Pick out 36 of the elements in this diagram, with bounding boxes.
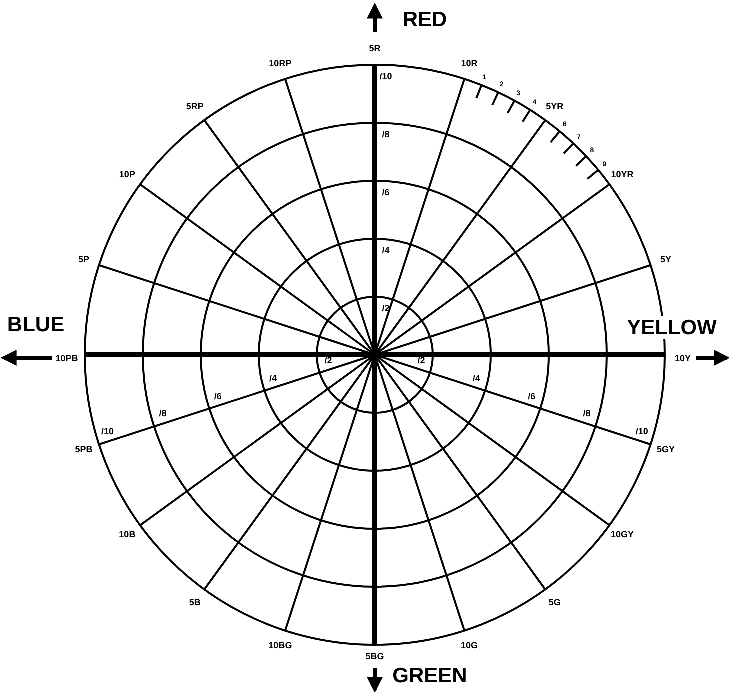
hue-label: 5G <box>548 598 561 608</box>
chroma-label: /8 <box>159 410 167 419</box>
chroma-label: /10 <box>102 428 114 437</box>
hue-label: 10YR <box>611 170 634 180</box>
hue-label: 5YR <box>546 102 564 112</box>
hue-label: 10BG <box>268 642 292 651</box>
chroma-label: /2 <box>418 356 426 366</box>
hue-label: 5GY <box>657 445 676 454</box>
chroma-label: /2 <box>324 356 332 366</box>
hue-label: 5P <box>78 256 90 265</box>
hue-label: 10G <box>461 642 478 651</box>
hue-label: 5PB <box>75 445 93 454</box>
hue-label: 5BG <box>366 652 384 662</box>
chroma-label: /6 <box>214 392 222 401</box>
chroma-label: /4 <box>382 246 390 256</box>
hue-label: 5R <box>369 44 381 54</box>
direction-label: YELLOW <box>625 316 719 340</box>
hue-label: 10GY <box>611 530 634 540</box>
hue-label: 5B <box>189 598 201 608</box>
chroma-label: /6 <box>528 392 536 401</box>
hue-label: 5RP <box>186 102 204 112</box>
chroma-label: /2 <box>382 304 390 314</box>
hue-label: 10R <box>461 59 478 68</box>
hue-label: 10RP <box>269 59 292 68</box>
chroma-label: /4 <box>270 374 278 384</box>
chroma-label: /4 <box>472 374 480 384</box>
hue-label: 5Y <box>660 256 672 265</box>
hue-label: 10B <box>119 530 136 540</box>
chroma-label: /10 <box>636 428 648 437</box>
hue-label: 10PB <box>56 354 78 364</box>
chroma-label: /8 <box>583 410 591 419</box>
hue-label: 10Y <box>675 354 691 364</box>
hue-label: 10P <box>119 170 136 180</box>
chroma-label: /10 <box>380 72 392 82</box>
chroma-label: /8 <box>382 130 390 140</box>
chroma-label: /6 <box>382 188 390 198</box>
